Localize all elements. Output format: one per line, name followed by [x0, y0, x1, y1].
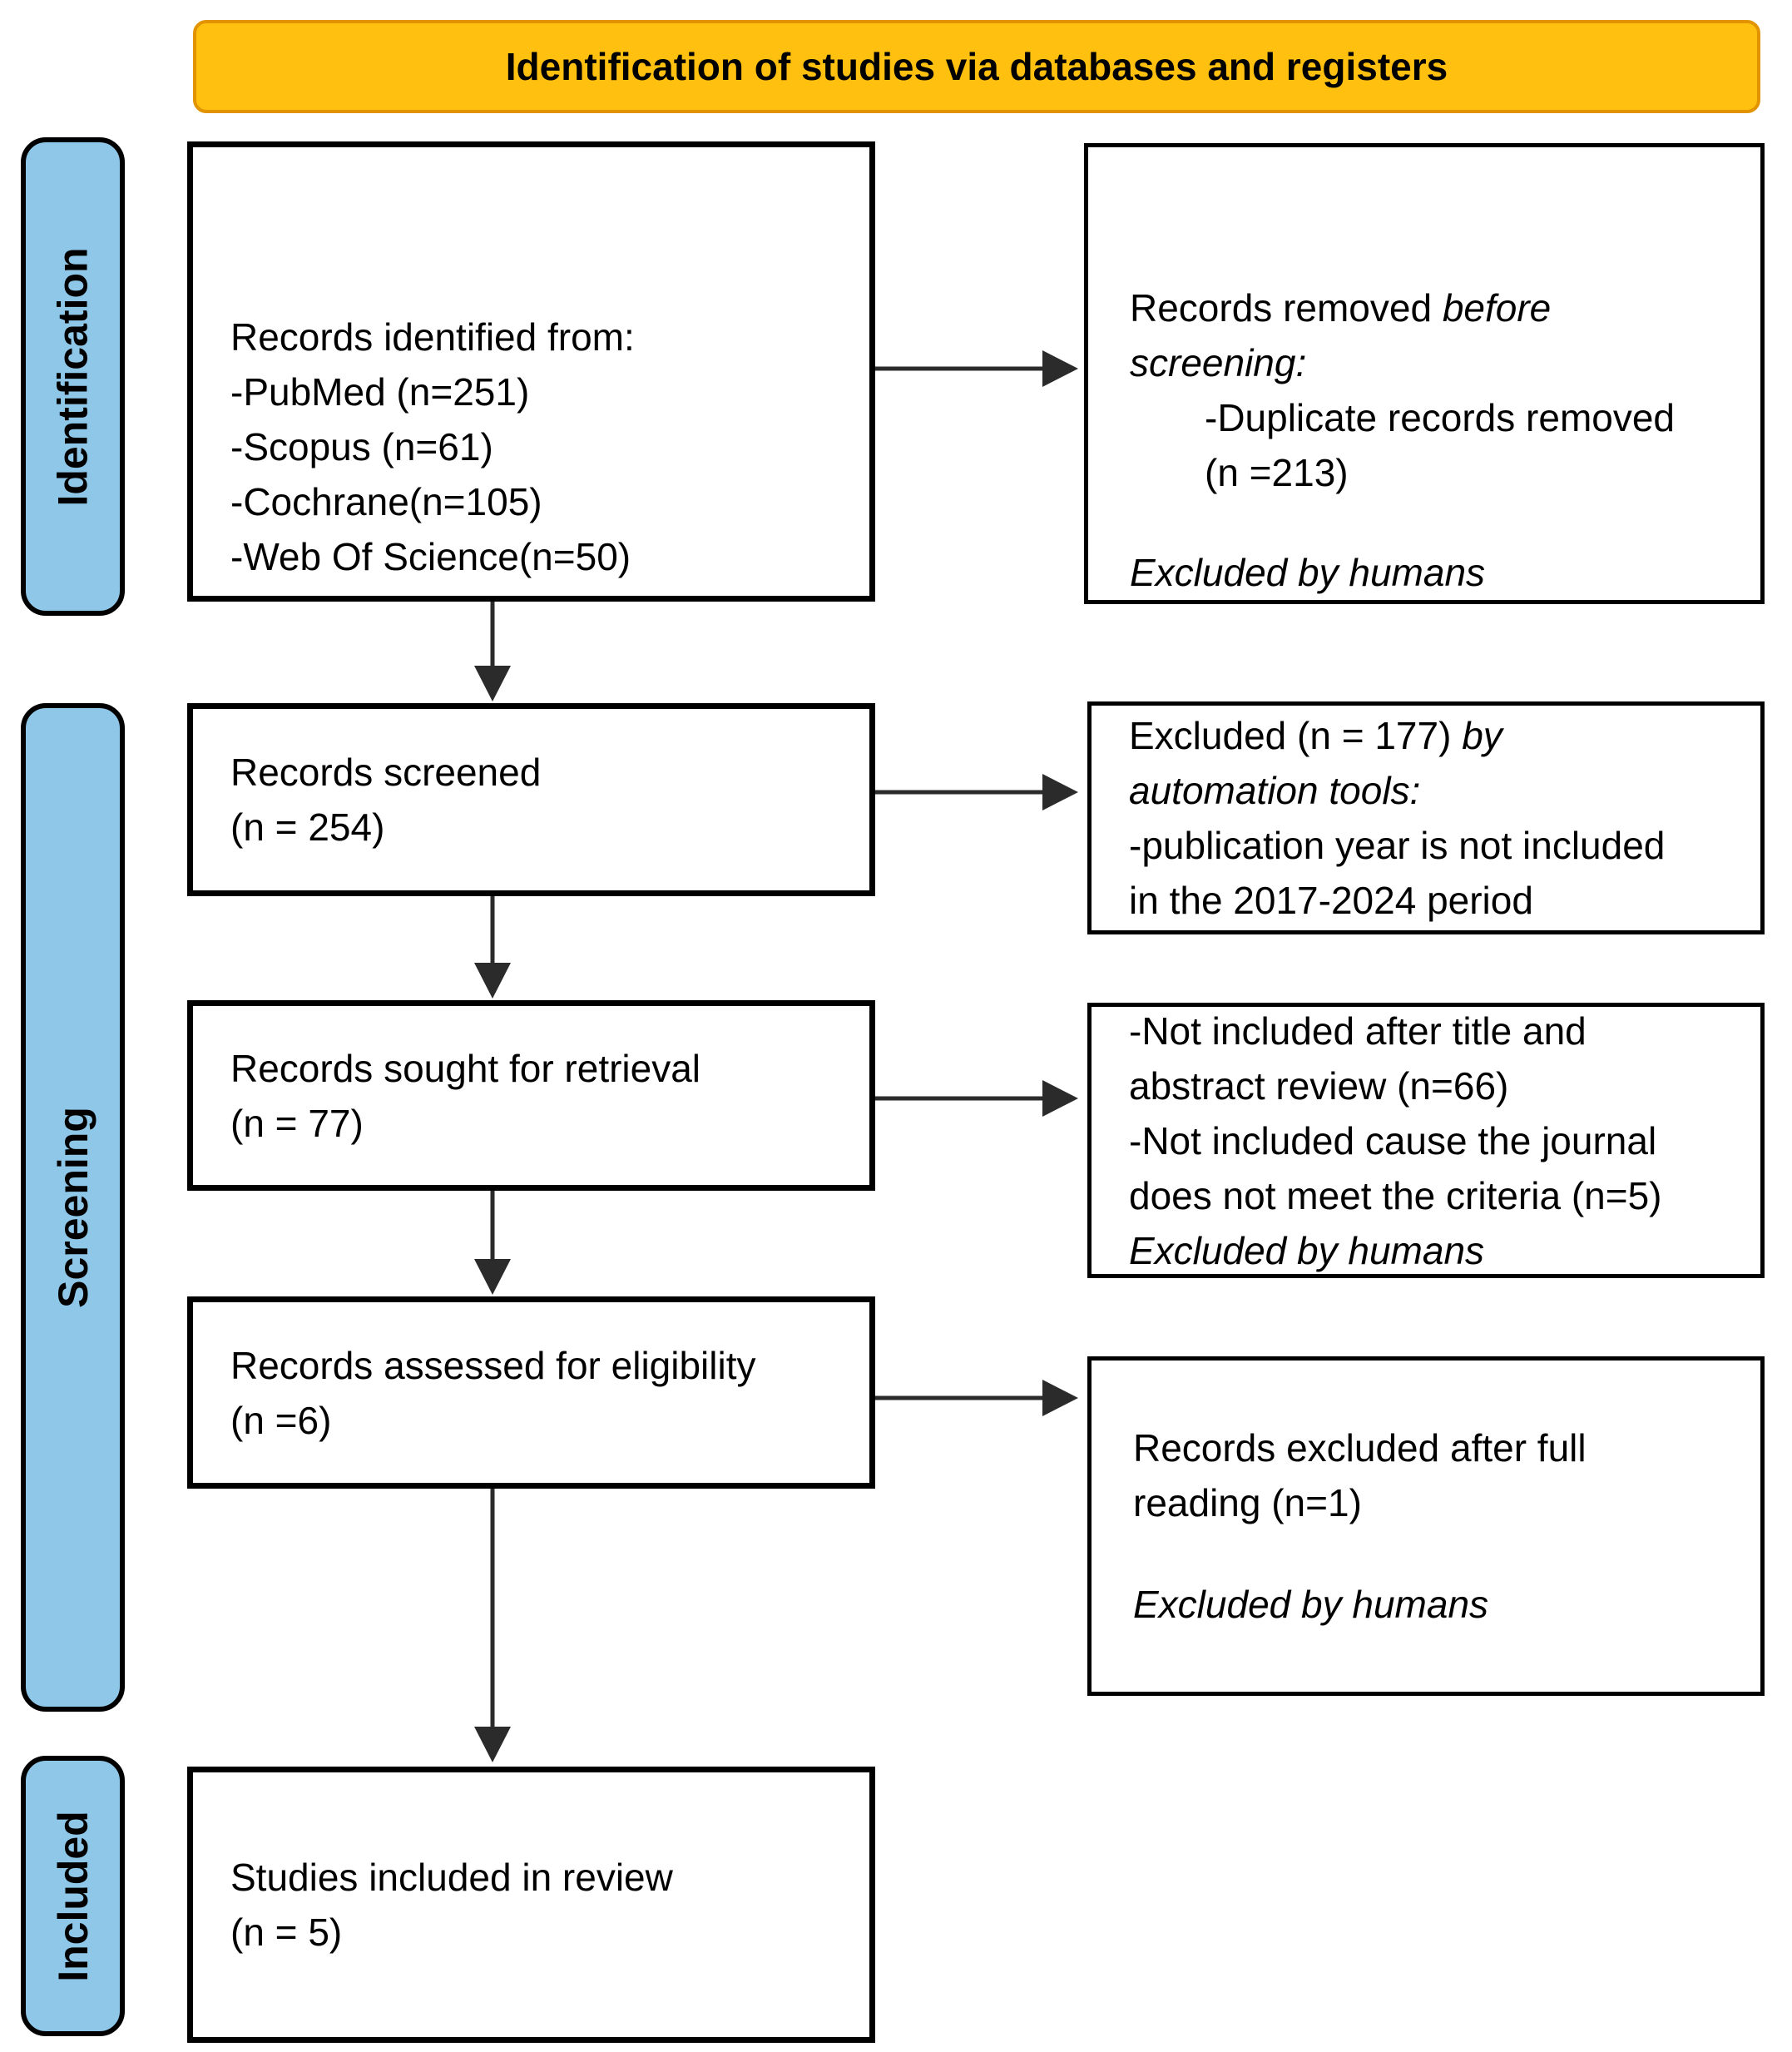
box-line: -PubMed (n=251) — [230, 370, 530, 414]
arrow-sought-to-assessed — [474, 1191, 511, 1295]
arrow-head — [1042, 774, 1078, 810]
box-not-included: -Not included after title and abstract r… — [1087, 1003, 1765, 1278]
stage-label-screening-text: Screening — [49, 1107, 97, 1308]
box-line: Records removed before — [1130, 280, 1752, 335]
box-excluded-automation: Excluded (n = 177) by automation tools: … — [1087, 701, 1765, 934]
box-text: Excluded (n = 177) — [1129, 714, 1463, 757]
arrow-head — [474, 1259, 511, 1295]
box-line: Excluded by humans — [1129, 1228, 1485, 1272]
box-line: -Not included after title and — [1129, 1009, 1587, 1053]
arrow-sought-to-not-included — [875, 1080, 1078, 1117]
box-line: Records screened — [230, 751, 542, 794]
box-line: -Scopus (n=61) — [230, 425, 493, 468]
box-line: automation tools: — [1129, 769, 1421, 812]
box-line: Excluded by humans — [1133, 1583, 1489, 1626]
box-excluded-full-reading: Records excluded after full reading (n=1… — [1087, 1356, 1765, 1696]
box-line: does not meet the criteria (n=5) — [1129, 1173, 1662, 1217]
box-line: (n =213) — [1205, 451, 1349, 494]
box-records-assessed: Records assessed for eligibility (n =6) — [187, 1296, 875, 1489]
stage-label-included-text: Included — [49, 1810, 97, 1982]
line-spacer — [1130, 500, 1752, 545]
box-line: Records sought for retrieval — [230, 1046, 701, 1090]
arrow-head — [1042, 350, 1078, 387]
box-records-sought: Records sought for retrieval (n = 77) — [187, 1000, 875, 1191]
box-line: (n = 77) — [230, 1101, 364, 1145]
box-line: screening: — [1130, 341, 1307, 384]
arrow-screened-to-sought — [474, 896, 511, 999]
line-spacer — [1133, 1530, 1760, 1577]
box-records-screened: Records screened (n = 254) — [187, 703, 875, 896]
box-line: abstract review (n=66) — [1129, 1063, 1509, 1108]
box-line: -Not included cause the journal — [1129, 1118, 1657, 1162]
arrow-head — [1042, 1080, 1078, 1117]
box-text-italic: before — [1442, 286, 1552, 330]
arrow-head — [474, 1727, 511, 1762]
box-line: -Web Of Science(n=50) — [230, 535, 631, 578]
arrow-identified-to-removed — [875, 350, 1078, 387]
box-line: Excluded (n = 177) by — [1129, 708, 1760, 763]
box-records-identified: Records identified from: -PubMed (n=251)… — [187, 141, 875, 602]
box-records-removed: Records removed before screening: -Dupli… — [1084, 143, 1765, 604]
arrow-identified-to-screened — [474, 602, 511, 701]
box-line: (n = 254) — [230, 805, 385, 849]
title-banner: Identification of studies via databases … — [193, 20, 1760, 113]
box-line: -publication year is not included — [1129, 824, 1666, 867]
box-line: (n = 5) — [230, 1911, 343, 1954]
box-line: -Cochrane(n=105) — [230, 480, 542, 523]
stage-label-included: Included — [21, 1756, 125, 2036]
box-line: Records identified from: — [230, 315, 635, 359]
arrow-head — [474, 963, 511, 999]
arrow-head — [1042, 1380, 1078, 1416]
box-line: Records excluded after full — [1133, 1426, 1587, 1470]
arrow-assessed-to-excluded-full — [875, 1380, 1078, 1416]
box-studies-included: Studies included in review (n = 5) — [187, 1767, 875, 2043]
box-line: in the 2017-2024 period — [1129, 879, 1533, 922]
stage-label-identification: Identification — [21, 137, 125, 616]
box-line: reading (n=1) — [1133, 1481, 1362, 1524]
box-line: Excluded by humans — [1130, 551, 1486, 594]
arrow-screened-to-excluded-automation — [875, 774, 1078, 810]
box-text-italic: by — [1462, 714, 1502, 757]
box-line: Records assessed for eligibility — [230, 1343, 756, 1387]
arrow-head — [474, 666, 511, 701]
arrow-assessed-to-included — [474, 1489, 511, 1762]
box-line: -Duplicate records removed — [1205, 396, 1676, 439]
stage-label-screening: Screening — [21, 703, 125, 1712]
diagram-title: Identification of studies via databases … — [505, 45, 1448, 88]
box-line: Studies included in review — [230, 1856, 673, 1899]
stage-label-identification-text: Identification — [49, 246, 97, 507]
box-text: Records removed — [1130, 286, 1443, 330]
box-line: (n =6) — [230, 1398, 332, 1442]
